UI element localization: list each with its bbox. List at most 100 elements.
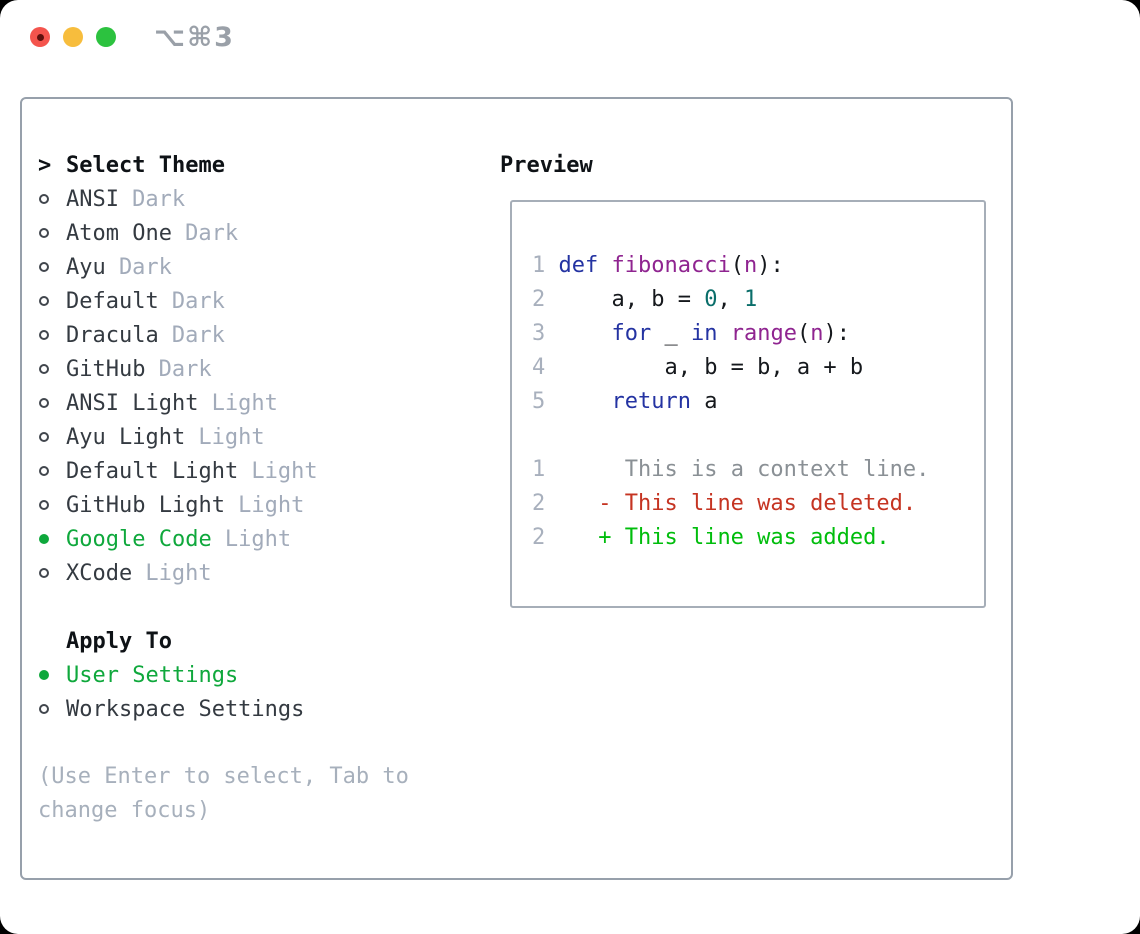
option-label: Ayu — [66, 254, 106, 280]
radio-unselected-icon — [39, 704, 49, 714]
radio-selected-icon — [39, 670, 49, 680]
option-variant: Light — [211, 390, 278, 416]
preview-column: Preview 1 def fibonacci(n): 2 a, b = 0, 1… — [500, 148, 1011, 878]
close-dot-icon — [36, 33, 44, 41]
radio-selected-icon — [39, 534, 49, 544]
option-variant: Light — [198, 424, 265, 450]
spacer — [38, 590, 500, 624]
option-label: Default — [66, 288, 159, 314]
theme-option-dracula[interactable]: Dracula Dark — [38, 318, 500, 352]
traffic-lights — [30, 27, 116, 47]
option-variant: Dark — [185, 220, 239, 246]
apply-option-workspace-settings[interactable]: Workspace Settings — [38, 692, 500, 726]
radio-unselected-icon — [39, 432, 49, 442]
theme-option-default[interactable]: Default Dark — [38, 284, 500, 318]
radio-icon — [38, 568, 66, 578]
select-theme-header: > Select Theme — [38, 148, 500, 182]
radio-icon — [38, 194, 66, 204]
preview-box: 1 def fibonacci(n): 2 a, b = 0, 1 3 for _ … — [510, 200, 986, 608]
radio-unselected-icon — [39, 194, 49, 204]
theme-option-ayu-light[interactable]: Ayu Light Light — [38, 420, 500, 454]
theme-option-ansi-light[interactable]: ANSI Light Light — [38, 386, 500, 420]
radio-icon — [38, 262, 66, 272]
option-variant: Light — [145, 560, 212, 586]
radio-icon — [38, 534, 66, 544]
option-label: GitHub — [66, 356, 146, 382]
option-label: XCode — [66, 560, 133, 586]
option-variant: Dark — [171, 288, 225, 314]
apply-option-user-settings[interactable]: User Settings — [38, 658, 500, 692]
option-variant: Light — [238, 492, 305, 518]
hint-line: (Use Enter to select, Tab to — [38, 764, 409, 789]
option-label: Default Light — [66, 458, 239, 484]
option-label: Atom One — [66, 220, 172, 246]
option-variant: Dark — [118, 254, 172, 280]
option-label: Google Code — [66, 526, 212, 552]
titlebar: ⌥⌘3 — [0, 0, 1140, 97]
radio-icon — [38, 296, 66, 306]
radio-icon — [38, 398, 66, 408]
code-line — [532, 419, 984, 453]
focus-caret-icon: > — [38, 152, 52, 178]
radio-icon — [38, 704, 66, 714]
hint-text: (Use Enter to select, Tab to change focus… — [38, 760, 500, 828]
option-label: GitHub Light — [66, 492, 225, 518]
theme-option-github[interactable]: GitHub Dark — [38, 352, 500, 386]
radio-unselected-icon — [39, 466, 49, 476]
radio-unselected-icon — [39, 296, 49, 306]
option-variant: Dark — [171, 322, 225, 348]
zoom-button-icon[interactable] — [96, 27, 116, 47]
radio-icon — [38, 330, 66, 340]
apply-to-title: Apply To — [66, 628, 172, 654]
close-button-icon[interactable] — [30, 27, 50, 47]
code-line: 2 + This line was added. — [532, 525, 890, 550]
theme-option-github-light[interactable]: GitHub Light Light — [38, 488, 500, 522]
option-variant: Dark — [158, 356, 212, 382]
theme-option-ansi[interactable]: ANSI Dark — [38, 182, 500, 216]
theme-option-xcode[interactable]: XCode Light — [38, 556, 500, 590]
code-line: 5 return a — [532, 389, 718, 414]
radio-unselected-icon — [39, 228, 49, 238]
theme-option-google-code[interactable]: Google Code Light — [38, 522, 500, 556]
theme-option-atom-one[interactable]: Atom One Dark — [38, 216, 500, 250]
theme-option-default-light[interactable]: Default Light Light — [38, 454, 500, 488]
option-variant: Dark — [132, 186, 186, 212]
preview-title: Preview — [500, 152, 593, 178]
radio-icon — [38, 228, 66, 238]
radio-icon — [38, 432, 66, 442]
radio-unselected-icon — [39, 500, 49, 510]
code-line: 1 This is a context line. — [532, 457, 930, 482]
radio-unselected-icon — [39, 364, 49, 374]
window-title: ⌥⌘3 — [154, 22, 235, 53]
option-label: Ayu Light — [66, 424, 186, 450]
radio-icon — [38, 364, 66, 374]
option-variant: Light — [251, 458, 318, 484]
theme-option-ayu[interactable]: Ayu Dark — [38, 250, 500, 284]
minimize-button-icon[interactable] — [63, 27, 83, 47]
option-label: ANSI Light — [66, 390, 199, 416]
radio-icon — [38, 466, 66, 476]
apply-to-header: Apply To — [38, 624, 500, 658]
radio-unselected-icon — [39, 262, 49, 272]
code-line: 2 a, b = 0, 1 — [532, 287, 758, 312]
preview-header: Preview — [500, 148, 1011, 182]
code-line: 1 def fibonacci(n): — [532, 253, 784, 278]
select-theme-title: Select Theme — [66, 152, 225, 178]
option-variant: Light — [224, 526, 292, 552]
option-label: User Settings — [66, 662, 239, 688]
radio-icon — [38, 670, 66, 680]
code-line: 3 for _ in range(n): — [532, 321, 850, 346]
radio-unselected-icon — [39, 398, 49, 408]
radio-unselected-icon — [39, 568, 49, 578]
radio-icon — [38, 500, 66, 510]
option-label: Dracula — [66, 322, 159, 348]
option-label: ANSI — [66, 186, 119, 212]
code-line: 4 a, b = b, a + b — [532, 355, 864, 380]
hint-line: change focus) — [38, 798, 211, 823]
code-line: 2 - This line was deleted. — [532, 491, 917, 516]
